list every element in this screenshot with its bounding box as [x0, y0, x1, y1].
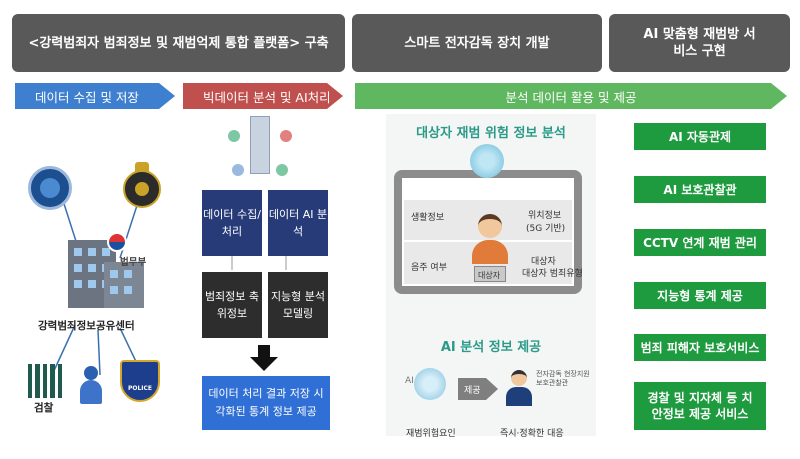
police-badge-icon: POLICE — [120, 360, 160, 402]
provide-arrow: 제공 — [458, 378, 498, 400]
subject-person-icon — [468, 214, 512, 284]
subject-label: 대상자 — [478, 271, 501, 280]
police-badge-text: POLICE — [127, 385, 153, 392]
stage-collect-arrow: 데이터 수집 및 저장 — [15, 83, 175, 109]
stage-use-arrow: 분석 데이터 활용 및 제공 — [355, 83, 787, 109]
service-label: AI 자동관제 — [668, 129, 732, 144]
service-label: AI 보호관찰관 — [663, 182, 737, 197]
service-label: CCTV 연계 재범 관리 — [643, 235, 757, 250]
ai-small-label: AI — [405, 376, 414, 386]
provide-label: 제공 — [464, 385, 481, 396]
result-label: 데이터 처리 결과 저장 시각화된 통계 정보 제공 — [208, 387, 324, 418]
down-arrow-icon — [250, 345, 278, 371]
ai-analysis-box: 데이터 AI 분석 — [268, 190, 328, 256]
ministry-label: 법무부 — [120, 257, 147, 268]
crime-info-label: 범죄정보 축위정보 — [204, 290, 260, 320]
collect-process-box: 데이터 수집/처리 — [202, 190, 262, 256]
drinking-label: 음주 여부 — [411, 263, 447, 273]
risk-panel-title: 대상자 재범 위험 정보 분석 — [416, 126, 566, 141]
service-header-text: AI 맞춤형 재범방 서비스 구현 — [643, 27, 756, 59]
building-annex-icon — [104, 262, 144, 308]
ai-bulb-icon — [414, 368, 446, 400]
stage-collect-label: 데이터 수집 및 저장 — [35, 89, 139, 105]
service-ai-probation: AI 보호관찰관 — [634, 176, 766, 203]
service-label: 경찰 및 지자체 등 치안정보 제공 서비스 — [647, 391, 753, 421]
service-public-safety: 경찰 및 지자체 등 치안정보 제공 서비스 — [634, 382, 766, 430]
lightbulb-icon — [470, 144, 504, 178]
device-header-text: 스마트 전자감독 장치 개발 — [404, 35, 550, 51]
life-info-label: 생활정보 — [411, 213, 445, 223]
stage-analyze-label: 빅데이터 분석 및 AI처리 — [203, 89, 331, 105]
crime-type-label: 대상자 범죄유형 — [522, 269, 583, 279]
response-label: 즉시·정확한 대응 — [500, 429, 564, 439]
court-logo-icon — [76, 366, 106, 404]
collect-process-label: 데이터 수집/처리 — [203, 208, 261, 238]
result-box: 데이터 처리 결과 저장 시각화된 통계 정보 제공 — [202, 376, 330, 430]
service-victim-protection: 범죄 피해자 보호서비스 — [634, 334, 766, 361]
government-emblem-icon — [107, 232, 127, 252]
platform-header: <강력범죄자 범죄정보 및 재범억제 통합 플랫폼> 구축 — [12, 14, 345, 72]
platform-header-text: <강력범죄자 범죄정보 및 재범억제 통합 플랫폼> 구축 — [28, 35, 329, 51]
prosecution-label: 검찰 — [34, 402, 54, 414]
stage-use-label: 분석 데이터 활용 및 제공 — [505, 89, 637, 105]
modeling-label: 지능형 분석 모델링 — [270, 290, 326, 320]
center-label: 강력범죄정보공유센터 — [38, 320, 135, 332]
prosecution-logo-icon — [28, 364, 63, 398]
emblem-icon — [123, 162, 161, 208]
agency-note: 전자감독 현장지원 보호관찰관 — [536, 370, 590, 387]
service-label: 범죄 피해자 보호서비스 — [640, 340, 760, 355]
crime-info-box: 범죄정보 축위정보 — [202, 272, 262, 338]
service-header: AI 맞춤형 재범방 서비스 구현 — [609, 14, 790, 72]
stage-analyze-arrow: 빅데이터 분석 및 AI처리 — [183, 83, 343, 109]
modeling-box: 지능형 분석 모델링 — [268, 272, 328, 338]
location-info-label: 위치정보 — [528, 211, 562, 221]
service-ai-monitoring: AI 자동관제 — [634, 123, 766, 150]
officer-icon — [506, 370, 532, 406]
ai-analysis-label: 데이터 AI 분석 — [268, 208, 328, 238]
ai-panel-title: AI 분석 정보 제공 — [440, 340, 542, 355]
service-label: 지능형 통계 제공 — [657, 288, 743, 303]
subject-label-right: 대상자 — [531, 257, 556, 267]
data-server-icon — [228, 112, 292, 182]
agency-logo-icon — [28, 166, 72, 210]
location-sub-label: (5G 기반) — [526, 224, 566, 234]
risk-factor-label: 재범위험요인 — [406, 429, 456, 439]
device-header: 스마트 전자감독 장치 개발 — [352, 14, 602, 72]
service-cctv: CCTV 연계 재범 관리 — [634, 229, 766, 256]
service-statistics: 지능형 통계 제공 — [634, 282, 766, 309]
